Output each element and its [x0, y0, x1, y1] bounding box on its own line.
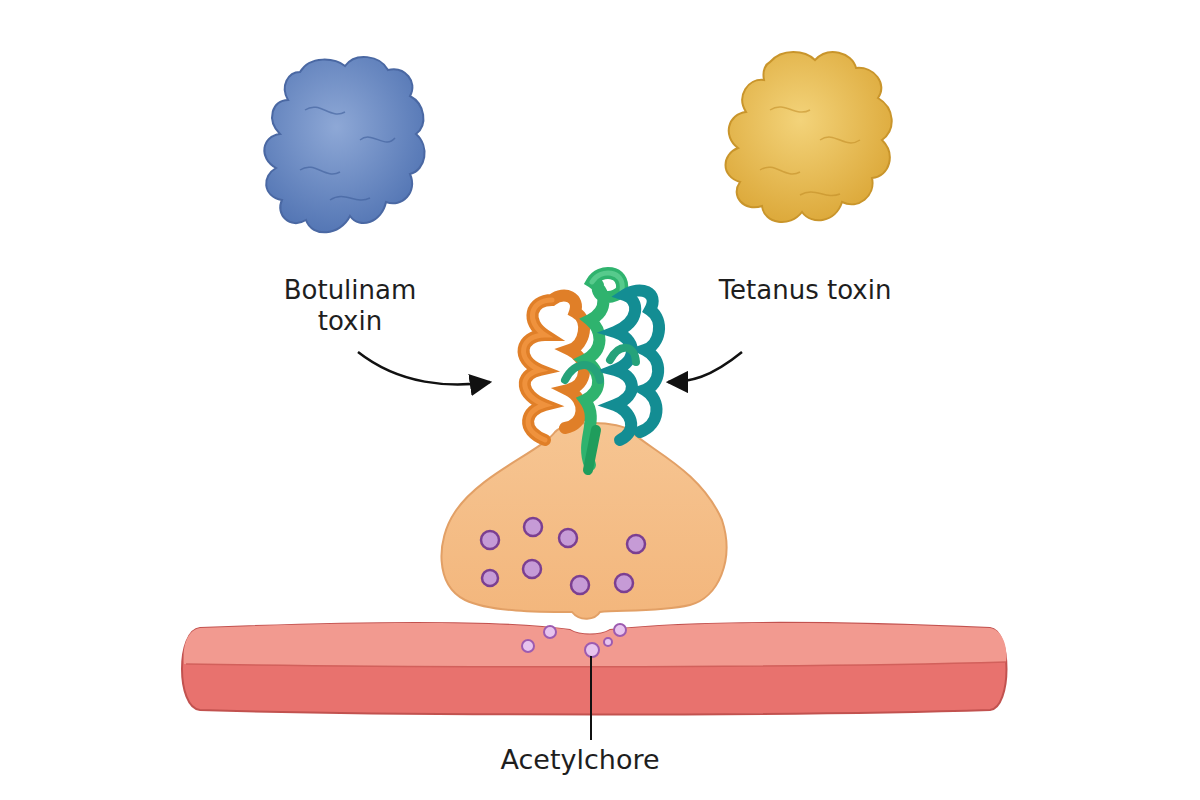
botulinum-protein	[264, 57, 424, 232]
acetylcholine-molecule	[522, 624, 626, 657]
toxin-label: Botulinam toxin	[260, 275, 440, 337]
tetanus-protein	[726, 52, 892, 222]
leader-line	[590, 656, 592, 740]
muscle-fiber	[182, 623, 1007, 715]
toxin-label: Tetanus toxin	[715, 275, 895, 306]
molecule-label: Acetylchore	[420, 744, 740, 776]
pointer-arrow	[358, 352, 490, 384]
pointer-arrow	[668, 352, 742, 382]
vesicle	[481, 518, 645, 594]
snare-complex	[524, 273, 659, 470]
